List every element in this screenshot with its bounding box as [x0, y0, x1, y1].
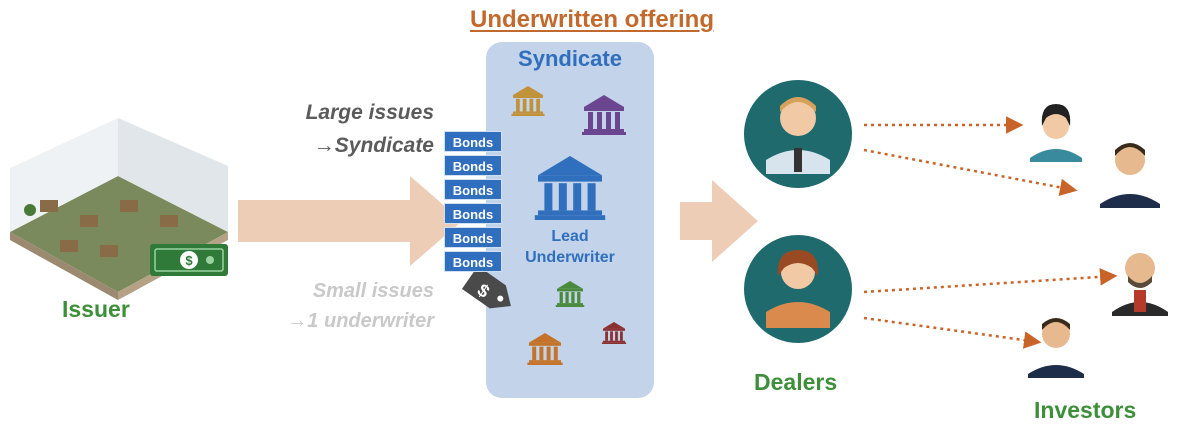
investor-person-icon: [1112, 253, 1168, 316]
issuer-to-syndicate-arrow: [238, 176, 462, 266]
bond-chip: Bonds: [444, 227, 502, 248]
banknote-icon: [150, 244, 228, 276]
large-issues-note: Large issues →Syndicate: [288, 96, 434, 162]
large-issues-line1: Large issues: [305, 101, 434, 124]
bond-chip: Bonds: [444, 155, 502, 176]
bank-building-icon: [511, 86, 545, 116]
cash-symbol: $: [185, 253, 193, 268]
bond-chip: Bonds: [444, 131, 502, 152]
small-issues-line2: →1 underwriter: [287, 310, 434, 332]
bank-building-icon: [527, 333, 563, 365]
diagram-title: Underwritten offering: [470, 6, 714, 33]
bank-building-icon: [555, 281, 585, 307]
dealer-person-icon: [744, 80, 852, 188]
lead-label-line1: Lead: [551, 228, 589, 245]
bank-building-icon: [534, 156, 606, 220]
price-tag-icon: [461, 265, 511, 309]
bond-chip: Bonds: [444, 203, 502, 224]
investor-person-icon: [1030, 104, 1082, 162]
bond-chip: Bonds: [444, 179, 502, 200]
investor-person-icon: [1100, 143, 1160, 208]
dealer-person-icon: [744, 235, 852, 343]
large-issues-line2: →Syndicate: [313, 134, 434, 157]
syndicate-box: [486, 42, 654, 398]
syndicate-to-dealers-arrow: [680, 180, 758, 262]
investors-label: Investors: [1034, 397, 1137, 423]
small-issues-note: Small issues →1 underwriter: [256, 276, 434, 336]
small-issues-line1: Small issues: [312, 280, 434, 302]
bond-chip: Bonds: [444, 251, 502, 272]
lead-underwriter-label: Lead Underwriter: [486, 226, 654, 268]
dealers-label: Dealers: [754, 369, 838, 395]
lead-label-line2: Underwriter: [525, 249, 615, 266]
bank-building-icon: [582, 95, 626, 135]
investor-person-icon: [1028, 318, 1084, 378]
dealer-to-investor-arrows: [863, 116, 1118, 349]
syndicate-label: Syndicate: [518, 46, 622, 71]
office-building-icon: [10, 118, 228, 300]
issuer-label: Issuer: [62, 296, 130, 322]
bank-building-icon: [601, 322, 627, 344]
